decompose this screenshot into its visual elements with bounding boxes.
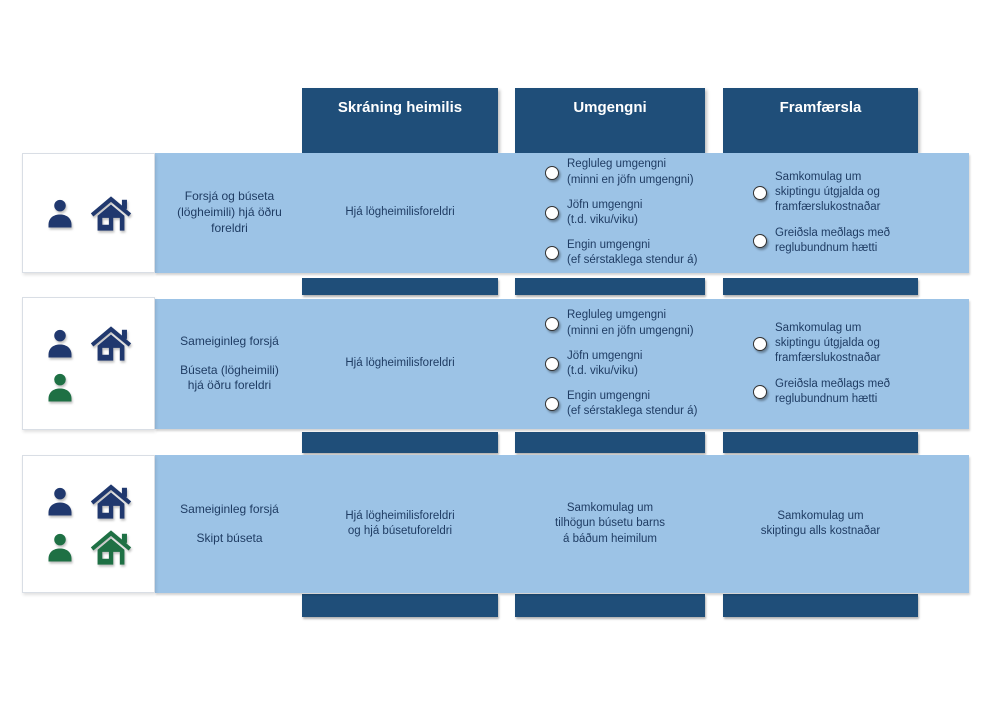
- column-header-label: Umgengni: [573, 99, 647, 116]
- row-label-text: Búseta (lögheimili) hjá öðru foreldri: [180, 362, 279, 393]
- column-header-label: Skráning heimilis: [337, 99, 463, 116]
- cell-text: Hjá lögheimilisforeldri: [345, 357, 455, 370]
- radio-button-icon[interactable]: [753, 185, 767, 200]
- row-2-cell-skraning: Hjá lögheimilisforeldri: [302, 299, 498, 429]
- person-icon: [45, 531, 75, 563]
- radio-button-icon[interactable]: [753, 336, 767, 351]
- house-icon: [90, 195, 132, 232]
- radio-button-icon[interactable]: [545, 316, 559, 331]
- person-icon: [45, 371, 75, 403]
- row-label-text: Sameiginleg forsjá: [180, 333, 279, 348]
- row-band-3: [155, 455, 969, 593]
- column-connector-bar: [723, 594, 918, 617]
- row-label-text: Skipt búseta: [196, 530, 263, 545]
- cell-text: Samkomulag um skiptingu alls kostnaðar: [760, 509, 881, 537]
- row-3-cell-umgengni: Samkomulag um tilhögun búsetu barns á bá…: [515, 455, 705, 593]
- radio-option-label: Engin umgengni (ef sérstaklega stendur á…: [567, 390, 698, 418]
- row-1-label: Forsjá og búseta (lögheimili) hjá öðru f…: [157, 153, 302, 273]
- column-connector-bar: [515, 278, 705, 295]
- cell-text: Hjá lögheimilisforeldri: [345, 206, 455, 219]
- row-2-icon-box: [22, 297, 155, 430]
- column-connector-bar: [302, 278, 498, 295]
- radio-option: Regluleg umgengni (minni en jöfn umgengn…: [545, 308, 694, 338]
- person-icon: [45, 197, 75, 229]
- row-label-text: Forsjá og búseta (lögheimili) hjá öðru f…: [177, 189, 282, 235]
- row-2-cell-umgengni: Regluleg umgengni (minni en jöfn umgengn…: [515, 299, 705, 429]
- house-icon: [90, 325, 132, 362]
- column-connector-bar: [515, 432, 705, 453]
- radio-option: Engin umgengni (ef sérstaklega stendur á…: [545, 389, 697, 419]
- row-3-cell-framfaersla: Samkomulag um skiptingu alls kostnaðar: [723, 455, 918, 593]
- radio-option-label: Jöfn umgengni (t.d. viku/viku): [567, 198, 643, 226]
- column-header-framfaersla: Framfærsla: [723, 88, 918, 153]
- radio-option: Jöfn umgengni (t.d. viku/viku): [545, 198, 642, 228]
- row-2-label: Sameiginleg forsjá Búseta (lögheimili) h…: [157, 299, 302, 429]
- cell-text: Hjá lögheimilisforeldri og hjá búsetufor…: [345, 509, 455, 537]
- person-icon: [45, 327, 75, 359]
- row-2-cell-framfaersla: Samkomulag um skiptingu útgjalda og fram…: [723, 299, 918, 429]
- radio-option-label: Engin umgengni (ef sérstaklega stendur á…: [567, 239, 698, 267]
- row-1-cell-skraning: Hjá lögheimilisforeldri: [302, 153, 498, 273]
- row-band-2: [155, 299, 969, 429]
- radio-option-label: Greiðsla meðlags með reglubundnum hætti: [775, 377, 891, 405]
- radio-option-label: Regluleg umgengni (minni en jöfn umgengn…: [567, 158, 694, 186]
- row-1-icon-box: [22, 153, 155, 273]
- column-connector-bar: [723, 432, 918, 453]
- column-header-umgengni: Umgengni: [515, 88, 705, 153]
- radio-option: Greiðsla meðlags með reglubundnum hætti: [753, 377, 890, 407]
- radio-option: Samkomulag um skiptingu útgjalda og fram…: [753, 321, 880, 367]
- person-icon: [45, 485, 75, 517]
- radio-option: Jöfn umgengni (t.d. viku/viku): [545, 349, 642, 379]
- column-connector-bar: [515, 594, 705, 617]
- icon-group: [45, 325, 132, 403]
- icon-group: [45, 195, 132, 232]
- cell-text: Samkomulag um tilhögun búsetu barns á bá…: [555, 502, 665, 545]
- radio-option: Engin umgengni (ef sérstaklega stendur á…: [545, 238, 697, 268]
- column-connector-bar: [723, 278, 918, 295]
- row-band-1: [155, 153, 969, 273]
- row-3-cell-skraning: Hjá lögheimilisforeldri og hjá búsetufor…: [302, 455, 498, 593]
- radio-option: Regluleg umgengni (minni en jöfn umgengn…: [545, 157, 694, 187]
- radio-button-icon[interactable]: [545, 206, 559, 220]
- radio-option: Samkomulag um skiptingu útgjalda og fram…: [753, 170, 880, 216]
- icon-group: [45, 483, 132, 566]
- house-icon: [90, 529, 132, 566]
- radio-option-label: Jöfn umgengni (t.d. viku/viku): [567, 349, 643, 377]
- row-3-icon-box: [22, 455, 155, 593]
- column-header-label: Framfærsla: [779, 99, 862, 116]
- radio-option-label: Greiðsla meðlags með reglubundnum hætti: [775, 226, 891, 254]
- radio-button-icon[interactable]: [545, 165, 559, 180]
- house-icon: [90, 483, 132, 520]
- radio-option: Greiðsla meðlags með reglubundnum hætti: [753, 226, 890, 256]
- radio-button-icon[interactable]: [545, 246, 559, 261]
- radio-button-icon[interactable]: [545, 357, 559, 371]
- row-1-cell-umgengni: Regluleg umgengni (minni en jöfn umgengn…: [515, 153, 705, 273]
- radio-option-label: Samkomulag um skiptingu útgjalda og fram…: [775, 322, 881, 365]
- radio-button-icon[interactable]: [753, 233, 767, 248]
- radio-button-icon[interactable]: [545, 397, 559, 412]
- radio-option-label: Regluleg umgengni (minni en jöfn umgengn…: [567, 309, 694, 337]
- column-header-skraning-heimilis: Skráning heimilis: [302, 88, 498, 153]
- row-3-label: Sameiginleg forsjá Skipt búseta: [157, 455, 302, 593]
- row-label-text: Sameiginleg forsjá: [180, 501, 279, 516]
- column-connector-bar: [302, 432, 498, 453]
- radio-option-label: Samkomulag um skiptingu útgjalda og fram…: [775, 171, 881, 214]
- row-1-cell-framfaersla: Samkomulag um skiptingu útgjalda og fram…: [723, 153, 918, 273]
- radio-button-icon[interactable]: [753, 384, 767, 399]
- column-connector-bar: [302, 594, 498, 617]
